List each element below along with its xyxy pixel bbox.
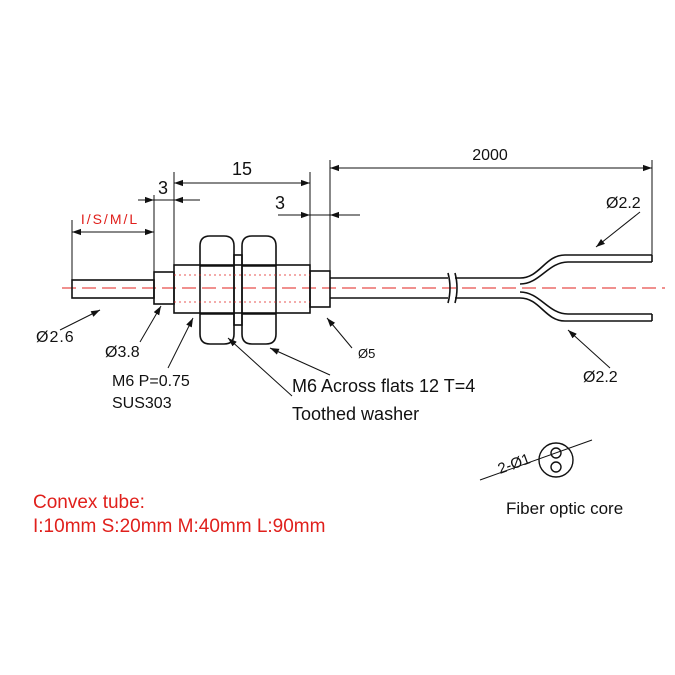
nut-left <box>199 235 235 345</box>
right-collar <box>309 270 331 308</box>
dim-15: 15 <box>232 159 252 179</box>
cable <box>330 254 653 322</box>
fiber-spec: 2-Ø1 <box>496 450 533 477</box>
callout-material: SUS303 <box>112 395 172 412</box>
dim-3-right: 3 <box>275 193 285 213</box>
dim-tube-diameter: Ø2.6 <box>36 329 75 346</box>
fiber-core-label: Fiber optic core <box>506 499 623 518</box>
dim-body-diameter: Ø3.8 <box>105 344 140 361</box>
nut-right <box>241 235 277 345</box>
dim-split-top: Ø2.2 <box>606 195 641 212</box>
fiber-core-symbol <box>538 442 574 478</box>
dim-cable-diameter: Ø5 <box>358 346 375 361</box>
dim-tube-length: I/S/M/L <box>81 211 139 227</box>
dim-2000: 2000 <box>472 147 508 164</box>
convex-tube <box>71 279 155 299</box>
convex-tube-title: Convex tube: <box>33 492 145 513</box>
dim-split-bottom: Ø2.2 <box>583 369 618 386</box>
convex-tube-options: I:10mm S:20mm M:40mm L:90mm <box>33 516 325 537</box>
callout-washer: Toothed washer <box>292 404 419 424</box>
dimension-lines <box>72 164 652 236</box>
extension-lines <box>71 160 653 280</box>
callout-nut: M6 Across flats 12 T=4 <box>292 376 475 396</box>
callout-thread: M6 P=0.75 <box>112 373 190 390</box>
dim-3-left: 3 <box>158 178 168 198</box>
leader-lines <box>59 211 641 481</box>
sensor-body <box>71 235 331 345</box>
